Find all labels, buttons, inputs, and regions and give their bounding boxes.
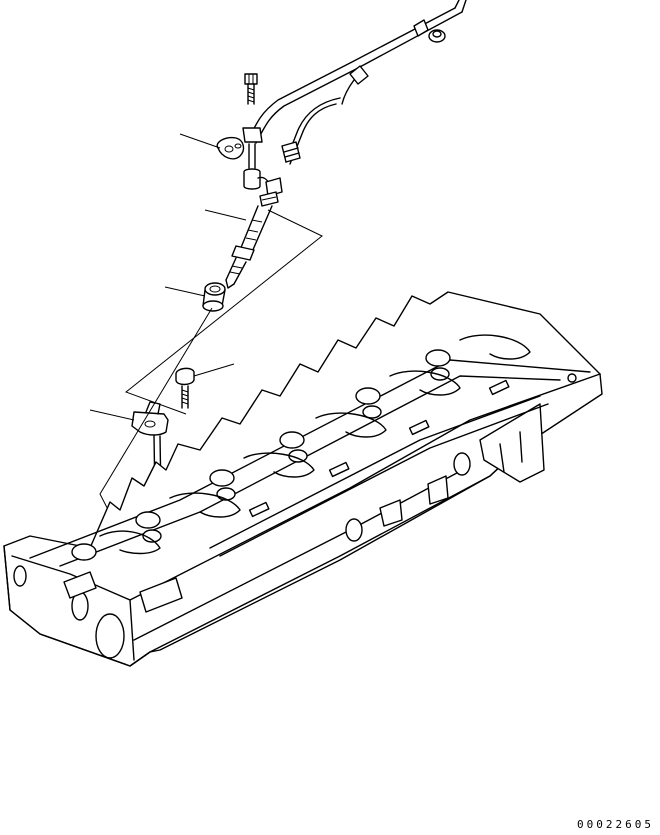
injector-sleeve[interactable] — [203, 283, 225, 311]
gasket-washer[interactable] — [217, 138, 243, 159]
rail-slots — [250, 380, 509, 516]
leader-injector-sleeve — [165, 287, 205, 296]
fuel-injector[interactable] — [226, 178, 282, 288]
clamp-bolt[interactable] — [176, 368, 194, 408]
cylinder-head[interactable] — [4, 292, 602, 666]
fuel-return-pipe[interactable] — [248, 0, 466, 164]
valve-ports — [72, 335, 530, 560]
leader-injector-clamp — [90, 410, 134, 420]
leader-clamp-bolt — [194, 364, 234, 376]
leader-fuel-injector — [205, 210, 246, 220]
banjo-bolt[interactable] — [243, 74, 270, 189]
drawing-number: 00022605 — [577, 818, 654, 831]
leader-gasket-washer — [180, 134, 220, 148]
assembly-guide-upper — [126, 210, 322, 414]
